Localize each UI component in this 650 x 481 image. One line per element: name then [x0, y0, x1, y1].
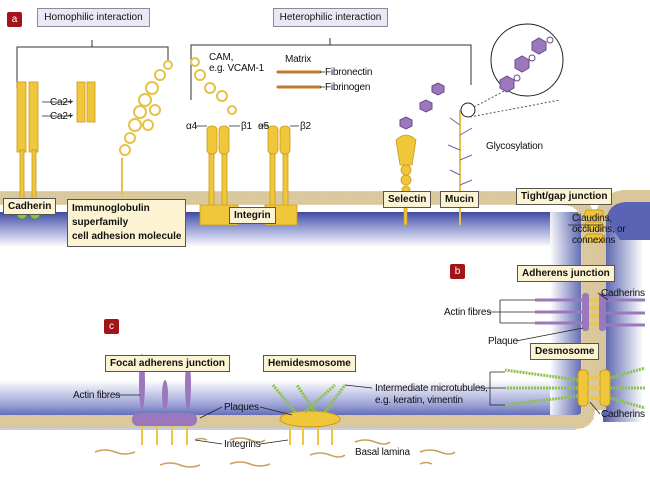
sugar-chain	[399, 82, 445, 130]
selectin-molecule	[395, 134, 417, 226]
bracket-homophilic	[16, 40, 169, 88]
fibronectin-label: Fibronectin	[325, 67, 373, 78]
integrin-label: Integrin	[229, 207, 276, 224]
cadherin-label: Cadherin	[3, 198, 57, 215]
actin-fibres-b-label: Actin fibres	[444, 307, 492, 318]
panel-c-badge: c	[104, 319, 119, 334]
cam-molecule	[190, 57, 237, 115]
immunoglobulin-label: Immunoglobulin superfamily cell adhesion…	[67, 199, 187, 247]
focal-adherens-art	[132, 354, 197, 445]
matrix-fibres	[276, 70, 322, 89]
plaques-label: Plaques	[224, 402, 259, 413]
claudins-line-1: Claudins,	[572, 213, 612, 224]
heterophilic-header: Heterophilic interaction	[273, 8, 388, 27]
desmosome-label: Desmosome	[530, 343, 600, 360]
alpha4-label: α4	[186, 121, 197, 132]
hemidesmosome-art	[271, 383, 347, 445]
intermediate-microtubules-label: Intermediate microtubules, e.g. keratin,…	[375, 383, 488, 407]
glycosylation-label: Glycosylation	[486, 141, 543, 152]
integrin-molecules	[199, 125, 298, 226]
panel-b-badge: b	[450, 264, 465, 279]
immunoglobulin-line-1: Immunoglobulin	[72, 203, 150, 214]
cam-line-1: CAM,	[209, 52, 234, 63]
actin-fibres-c-label: Actin fibres	[73, 390, 121, 401]
immunoglobulin-line-2: superfamily	[72, 217, 129, 228]
panel-a-badge: a	[7, 12, 22, 27]
homophilic-header: Homophilic interaction	[37, 8, 150, 27]
alpha5-label: α5	[258, 121, 269, 132]
hemidesmosome-label: Hemidesmosome	[263, 355, 356, 372]
cam-line-2: e.g. VCAM-1	[209, 63, 265, 74]
mucin-label: Mucin	[440, 191, 479, 208]
claudins-label: Claudins, occludins, or connexins	[572, 213, 626, 246]
tight-junction-proteins	[584, 209, 604, 243]
bracket-heterophilic	[190, 38, 472, 100]
calcium-label-2: Ca2+	[50, 111, 74, 122]
adherens-junction-art	[535, 293, 645, 331]
adherens-junction-label: Adherens junction	[517, 265, 615, 282]
integrins-label: Integrins	[224, 439, 261, 450]
matrix-label: Matrix	[285, 54, 312, 65]
glycosylation-inset	[460, 23, 564, 118]
basal-lamina-fibres	[94, 437, 456, 468]
calcium-label-1: Ca2+	[50, 97, 74, 108]
selectin-label: Selectin	[383, 191, 432, 208]
desmosome-art	[504, 366, 646, 410]
beta1-label: β1	[241, 121, 252, 132]
claudins-line-3: connexins	[572, 235, 616, 246]
basal-lamina-label: Basal lamina	[355, 447, 410, 458]
cadherins-bottom-label: Cadherins	[601, 409, 645, 420]
fibrinogen-label: Fibrinogen	[325, 82, 371, 93]
leader-lines	[42, 71, 609, 445]
intermediate-line-1: Intermediate microtubules,	[375, 383, 488, 394]
focal-adherens-junction-label: Focal adherens junction	[105, 355, 231, 372]
beta2-label: β2	[300, 121, 311, 132]
plaque-label: Plaque	[488, 336, 518, 347]
cam-label: CAM, e.g. VCAM-1	[209, 52, 264, 74]
tight-gap-junction-label: Tight/gap junction	[516, 188, 613, 205]
claudins-line-2: occludins, or	[572, 224, 626, 235]
immunoglobulin-line-3: cell adhesion molecule	[72, 231, 182, 242]
cadherins-top-label: Cadherins	[601, 288, 645, 299]
intermediate-line-2: e.g. keratin, vimentin	[375, 395, 463, 406]
